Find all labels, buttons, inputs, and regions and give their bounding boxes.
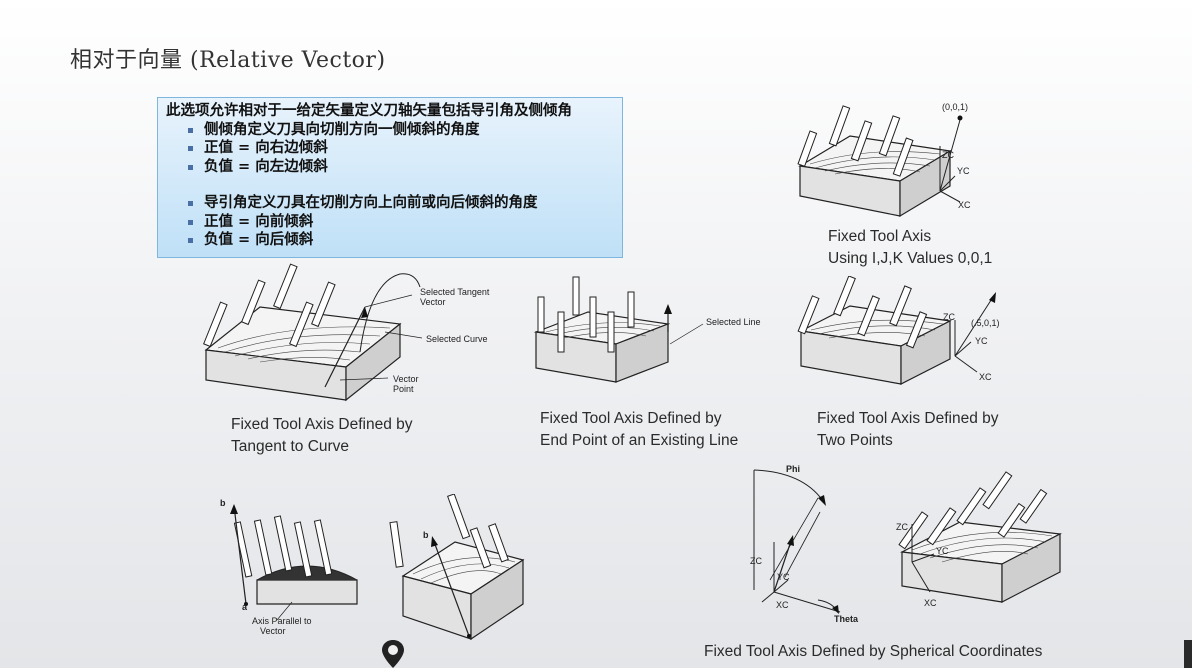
zc-label: ZC — [942, 150, 954, 160]
xc-label: XC — [958, 200, 971, 210]
selected-curve-label: Selected Curve — [426, 334, 488, 344]
tilt-angle-list: 侧倾角定义刀具向切削方向一侧倾斜的角度 正值 = 向右边倾斜 负值 = 向左边倾… — [166, 121, 614, 177]
selected-line-label: Selected Line — [706, 317, 761, 327]
xc-label-2: XC — [979, 372, 992, 382]
caption-two-points: Fixed Tool Axis Defined by Two Points — [817, 410, 999, 449]
point-b-label-2: b — [423, 530, 429, 540]
figure-fixed-ijk: (0,0,1) ZC YC XC — [797, 102, 971, 218]
bullet-item: 正值 = 向前倾斜 — [186, 213, 614, 232]
xc-label-3: XC — [776, 600, 789, 610]
yc-label: YC — [957, 166, 970, 176]
zc-label-4: ZC — [896, 522, 908, 532]
zc-label-3: ZC — [750, 556, 762, 566]
axis-parallel-label: Axis Parallel to — [252, 616, 312, 626]
xc-label-4: XC — [924, 598, 937, 608]
zc-label-2: ZC — [943, 312, 955, 322]
phi-label: Phi — [786, 464, 800, 474]
lead-angle-list: 导引角定义刀具在切削方向上向前或向后倾斜的角度 正值 = 向前倾斜 负值 = 向… — [166, 194, 614, 250]
figure-axis-parallel: b a Axis Parallel to Vector — [220, 498, 358, 636]
vector-point-label-2: Point — [393, 384, 414, 394]
bullet-item: 侧倾角定义刀具向切削方向一侧倾斜的角度 — [186, 121, 614, 140]
figure-end-point-line: Selected Line — [533, 276, 761, 383]
bullet-item: 正值 = 向右边倾斜 — [186, 139, 614, 158]
bullet-item: 导引角定义刀具在切削方向上向前或向后倾斜的角度 — [186, 194, 614, 213]
bullet-item: 负值 = 向后倾斜 — [186, 231, 614, 250]
caption-spherical: Fixed Tool Axis Defined by Spherical Coo… — [704, 643, 1043, 660]
theta-label: Theta — [834, 614, 859, 624]
point-b-label: b — [220, 498, 226, 508]
yc-label-3: YC — [777, 572, 790, 582]
figure-two-points: (.5,0,1) ZC YC XC — [797, 276, 1000, 385]
vector-point-label: Vector — [393, 374, 419, 384]
figure-two-point-vector: b — [389, 494, 525, 641]
figure-tangent-to-curve: Selected Tangent Vector Selected Curve V… — [203, 263, 490, 402]
axis-parallel-label-2: Vector — [260, 626, 286, 636]
description-lead: 此选项允许相对于一给定矢量定义刀轴矢量包括导引角及侧倾角 — [166, 103, 572, 119]
caption-fixed-ijk: Fixed Tool Axis Using I,J,K Values 0,0,1 — [828, 228, 993, 267]
yc-label-4: YC — [936, 546, 949, 556]
description-box: 此选项允许相对于一给定矢量定义刀轴矢量包括导引角及侧倾角 侧倾角定义刀具向切削方… — [157, 97, 623, 258]
ijk-point-label: (0,0,1) — [942, 102, 968, 112]
point-a-label: a — [242, 602, 248, 612]
caption-end-point-line: Fixed Tool Axis Defined by End Point of … — [540, 410, 739, 449]
figure-spherical-diagram: Phi ZC YC XC Theta — [750, 464, 859, 624]
caption-tangent-to-curve: Fixed Tool Axis Defined by Tangent to Cu… — [231, 416, 413, 455]
two-points-label: (.5,0,1) — [971, 318, 1000, 328]
selected-tangent-label: Selected Tangent — [420, 287, 490, 297]
bullet-item: 负值 = 向左边倾斜 — [186, 158, 614, 177]
yc-label-2: YC — [975, 336, 988, 346]
location-pin-icon — [382, 640, 404, 668]
page-title: 相对于向量 (Relative Vector) — [70, 48, 386, 73]
edge-strip — [1184, 640, 1192, 668]
figure-spherical-block: ZC YC XC — [896, 471, 1063, 608]
selected-tangent-label-2: Vector — [420, 297, 446, 307]
